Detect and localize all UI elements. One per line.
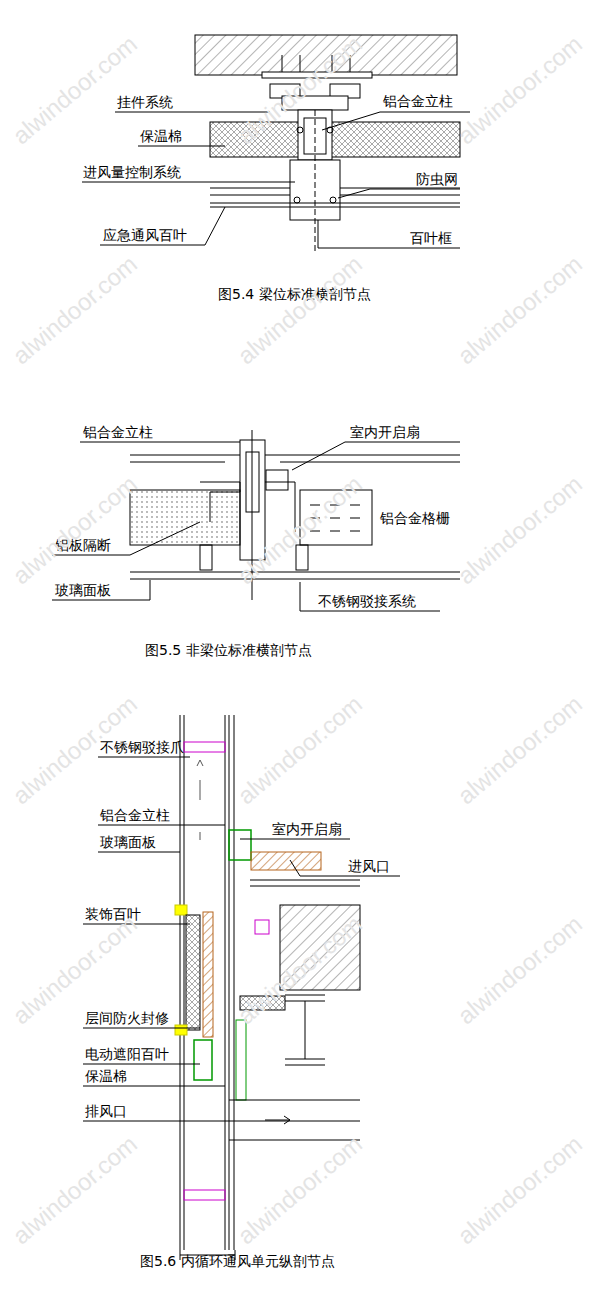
part-label: 不锈钢驳接爪 — [100, 740, 184, 754]
part-label: 百叶框 — [410, 231, 452, 245]
part-label: 排风口 — [85, 1104, 127, 1118]
part-label: 进风口 — [348, 859, 390, 873]
part-label: 进风量控制系统 — [83, 165, 181, 179]
part-label: 铝合金格栅 — [380, 511, 450, 525]
part-label: 铝合金立柱 — [383, 94, 453, 108]
part-label: 保温棉 — [140, 129, 182, 143]
part-label: 挂件系统 — [117, 95, 173, 109]
watermark: alwindoor.com — [234, 1131, 367, 1248]
part-label: 层间防火封修 — [85, 1011, 169, 1025]
watermark: alwindoor.com — [454, 471, 587, 588]
part-label: 不锈钢驳接系统 — [318, 594, 416, 608]
part-label: 铝合金立柱 — [83, 425, 153, 439]
watermark: alwindoor.com — [9, 471, 142, 588]
figure-caption: 图5.6 内循环通风单元纵剖节点 — [140, 1254, 335, 1268]
part-label: 玻璃面板 — [100, 835, 156, 849]
figure-caption: 图5.5 非梁位标准横剖节点 — [145, 643, 312, 657]
watermark: alwindoor.com — [234, 251, 367, 368]
part-label: 玻璃面板 — [55, 583, 111, 597]
part-label: 铝合金立柱 — [100, 808, 170, 822]
watermark: alwindoor.com — [9, 31, 142, 148]
watermark: alwindoor.com — [454, 251, 587, 368]
part-label: 防虫网 — [416, 172, 458, 186]
part-label: 保温棉 — [85, 1069, 127, 1083]
watermark: alwindoor.com — [9, 251, 142, 368]
watermark: alwindoor.com — [454, 911, 587, 1028]
watermark: alwindoor.com — [234, 691, 367, 808]
part-label: 室内开启扇 — [350, 425, 420, 439]
watermark: alwindoor.com — [454, 691, 587, 808]
part-label: 电动遮阳百叶 — [85, 1047, 169, 1061]
part-label: 室内开启扇 — [272, 822, 342, 836]
part-label: 应急通风百叶 — [103, 228, 187, 242]
watermark: alwindoor.com — [9, 1131, 142, 1248]
watermark: alwindoor.com — [454, 1131, 587, 1248]
watermark: alwindoor.com — [454, 31, 587, 148]
